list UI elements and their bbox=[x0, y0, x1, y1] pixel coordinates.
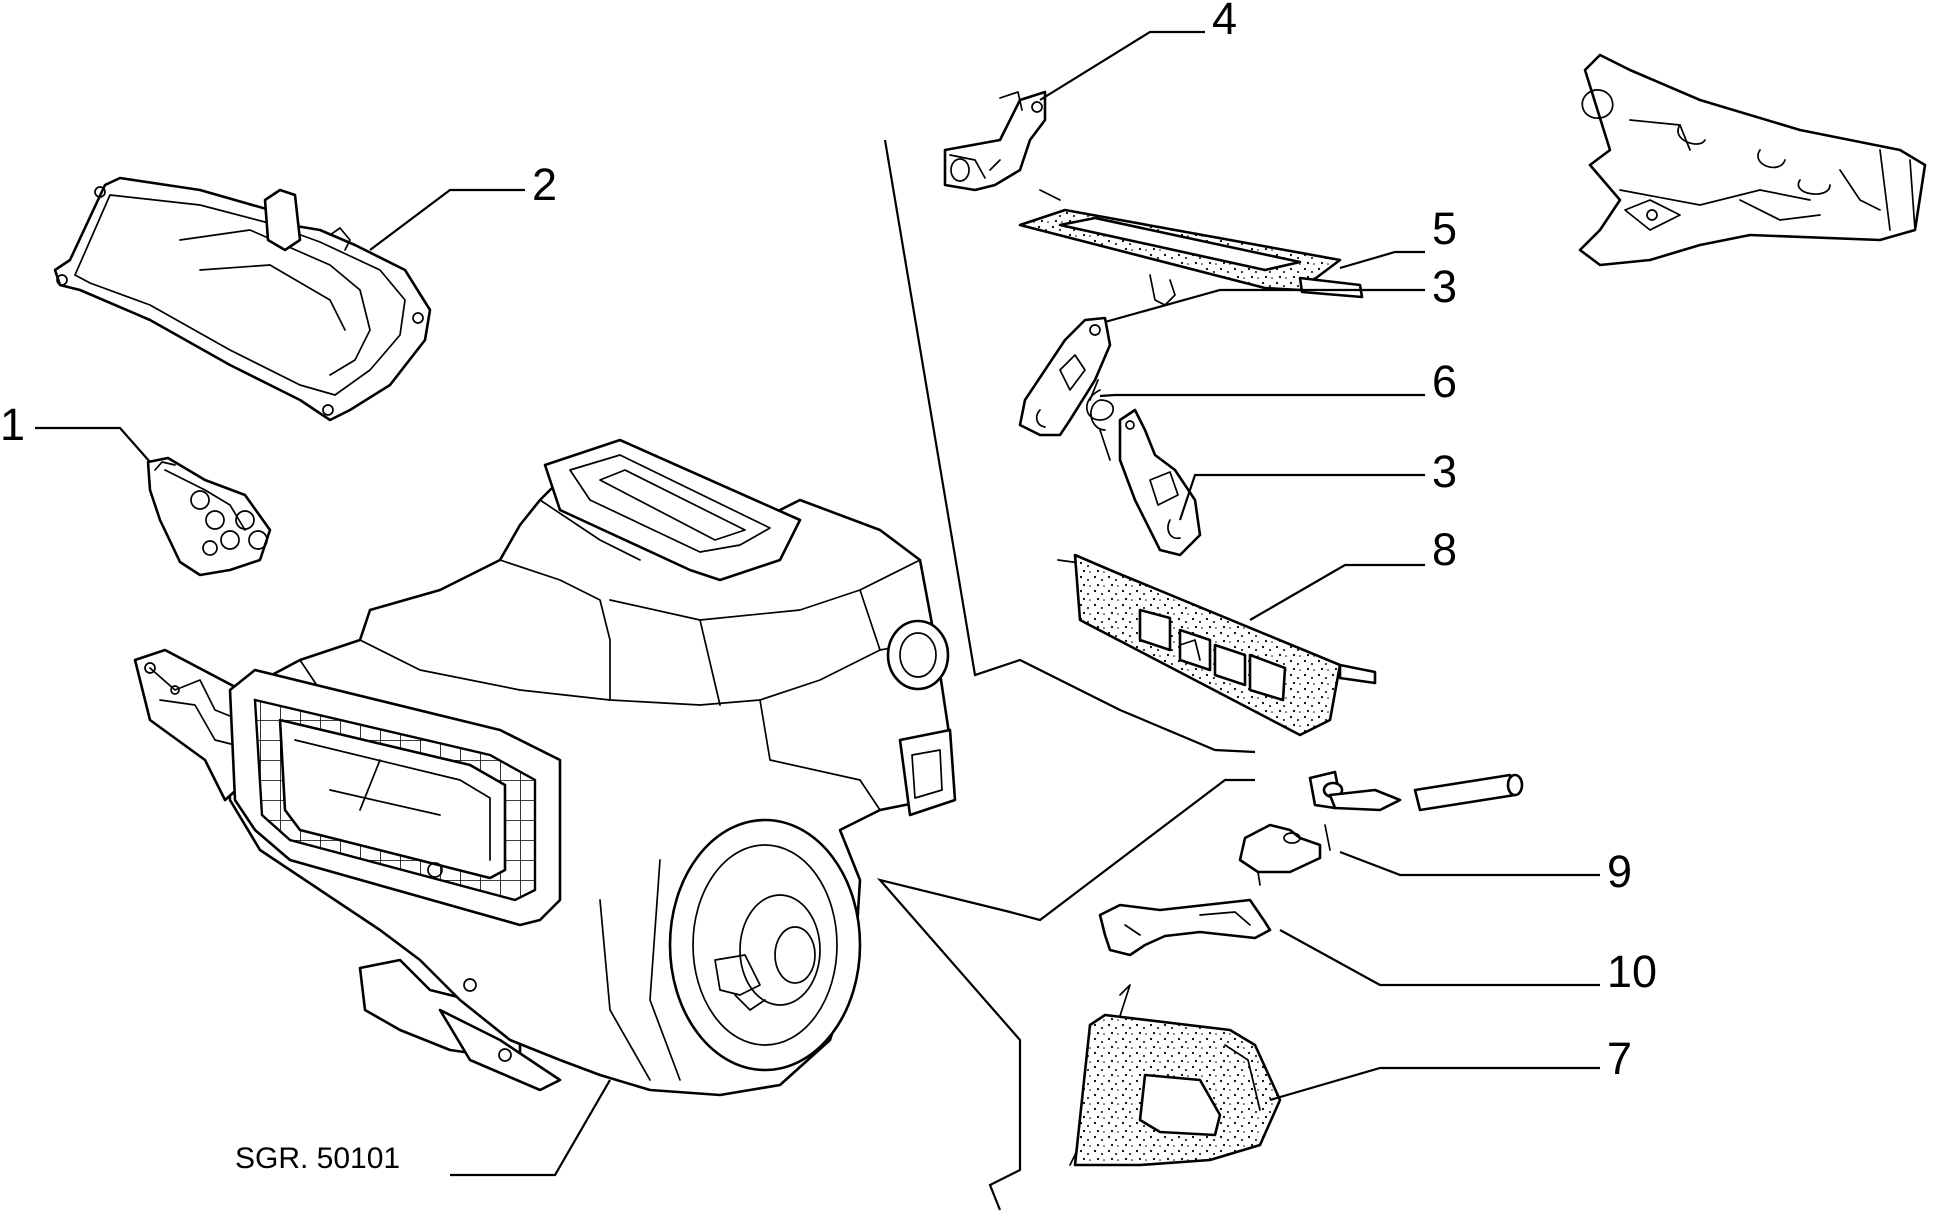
callout-5: 5 bbox=[1432, 203, 1457, 254]
mechanism-overview bbox=[1578, 53, 1927, 267]
callout-1: 1 bbox=[0, 399, 25, 450]
callout-6: 6 bbox=[1432, 356, 1457, 407]
part-9-arm bbox=[1238, 770, 1524, 886]
part-1-resistor bbox=[146, 456, 272, 577]
heater-housing-assembly bbox=[133, 438, 957, 1097]
part-6-spring bbox=[1086, 379, 1114, 461]
part-4-lever bbox=[943, 90, 1047, 192]
callout-10: 10 bbox=[1607, 946, 1657, 997]
callout-8: 8 bbox=[1432, 524, 1457, 575]
reference-code: SGR. 50101 bbox=[235, 1142, 400, 1175]
callout-3b: 3 bbox=[1432, 446, 1457, 497]
part-3-lever-lower bbox=[1118, 408, 1202, 557]
callout-2: 2 bbox=[532, 159, 557, 210]
callout-labels: 1 2 3 3 4 5 6 7 8 9 10 SGR. 50101 bbox=[0, 0, 1657, 1175]
part-2-cover bbox=[53, 176, 432, 422]
part-10-bracket bbox=[1098, 898, 1272, 957]
part-3-lever-upper bbox=[1018, 316, 1112, 437]
callout-3a: 3 bbox=[1432, 261, 1457, 312]
separator-lines bbox=[876, 139, 1256, 1211]
leader-lines bbox=[35, 30, 1600, 1177]
part-5-flap bbox=[1018, 189, 1364, 306]
callout-7: 7 bbox=[1607, 1033, 1632, 1084]
part-7-flap bbox=[1069, 984, 1282, 1167]
callout-9: 9 bbox=[1607, 846, 1632, 897]
part-8-flap bbox=[1057, 553, 1377, 737]
callout-4: 4 bbox=[1212, 0, 1237, 44]
